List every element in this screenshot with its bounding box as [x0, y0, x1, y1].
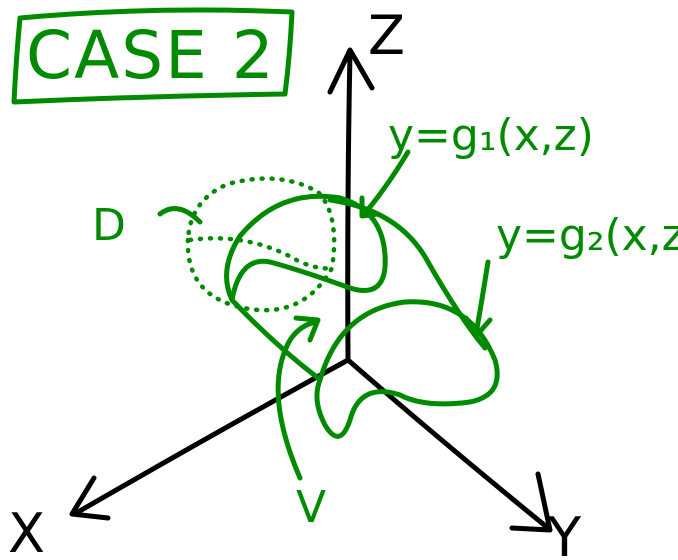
- surface-g2-curve: [314, 299, 500, 439]
- z-axis-arrowhead: [327, 47, 375, 95]
- title-box: CASE 2: [11, 7, 295, 105]
- x-axis-arrowhead: [69, 475, 111, 521]
- y-axis-label: Y: [547, 506, 582, 560]
- surface-g2-arrowhead: [463, 315, 493, 339]
- x-axis-label: X: [8, 502, 45, 560]
- region-d: [185, 176, 337, 313]
- title-text: CASE 2: [26, 17, 276, 94]
- volume-label: V: [296, 482, 326, 533]
- z-axis-label: Z: [368, 4, 405, 67]
- surface-g1-curve: [224, 193, 388, 303]
- surface-g1-arrowhead: [359, 195, 381, 219]
- volume-pointer-arrowhead: [293, 315, 321, 343]
- surface-g1-arrow: [361, 149, 411, 217]
- y-axis: [345, 357, 551, 531]
- region-label: D: [92, 200, 126, 251]
- y-axis-arrowhead: [509, 471, 553, 533]
- surface-g2-label: y=g₂(x,z): [496, 210, 678, 261]
- surface-g2-arrow: [473, 259, 491, 337]
- surface-g1-label: y=g₁(x,z): [388, 110, 594, 161]
- volume-pointer: [275, 319, 319, 481]
- cylinder-side-bottom: [229, 297, 321, 381]
- region-pointer: [157, 206, 203, 225]
